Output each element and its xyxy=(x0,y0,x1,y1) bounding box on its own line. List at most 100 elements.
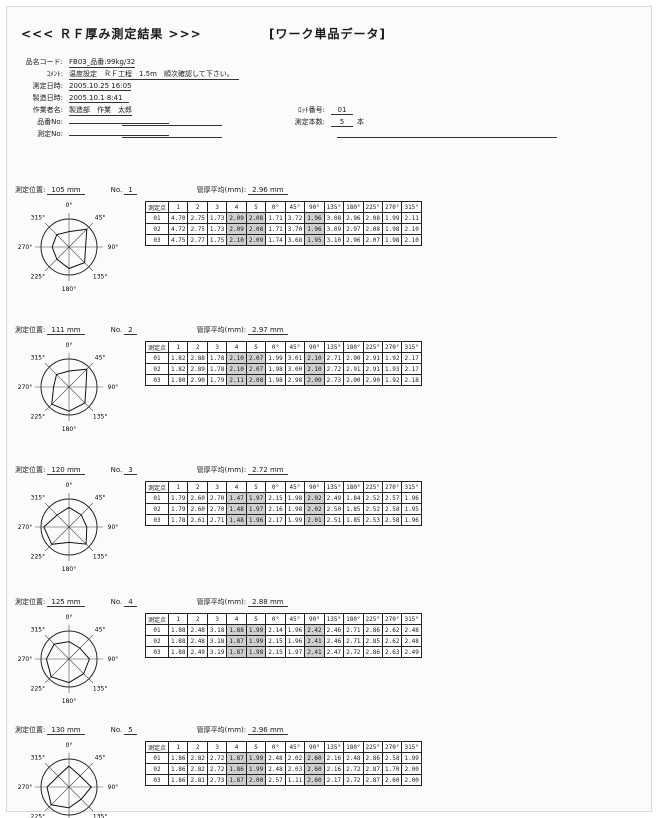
table-cell: 1.99 xyxy=(381,212,403,224)
table-cell: 2.72 xyxy=(206,752,228,764)
table-header-cell: 2 xyxy=(187,741,208,753)
table-cell: 1.87 xyxy=(226,774,247,786)
table-cell: 1.99 xyxy=(245,624,267,636)
table-cell: 4.72 xyxy=(168,223,189,235)
table-cell: 1.92 xyxy=(381,374,403,386)
table-header-cell: 1 xyxy=(168,741,189,753)
table-cell: 2.86 xyxy=(362,646,384,658)
table-cell: 2.08 xyxy=(245,374,267,386)
polar-thickness-diagram: 0°45°90°135°180°225°270°315° xyxy=(18,342,119,433)
table-cell: 2.48 xyxy=(401,624,422,636)
table-cell: 02 xyxy=(144,363,170,375)
polar-thickness-diagram: 0°45°90°135°180°225°270°315° xyxy=(18,202,119,293)
header-field-value: 2005.10.25 16:05 xyxy=(69,82,132,91)
table-cell: 1.86 xyxy=(168,763,189,775)
table-header-cell: 45° xyxy=(284,613,306,625)
section-avg-value: 2.96 mm xyxy=(248,186,288,195)
section-avg-value: 2.88 mm xyxy=(248,598,288,607)
table-header-cell: 3 xyxy=(206,741,228,753)
section-no-value: 1 xyxy=(124,186,137,195)
header-field-label: 測定日時: xyxy=(32,82,63,90)
table-cell: 2.17 xyxy=(265,514,286,526)
table-cell: 2.60 xyxy=(187,492,208,504)
polar-spoke xyxy=(68,222,94,248)
table-header-cell: 1 xyxy=(168,481,189,493)
table-cell: 1.99 xyxy=(401,752,422,764)
table-cell: 1.88 xyxy=(168,624,189,636)
table-cell: 1.82 xyxy=(168,363,189,375)
table-header-cell: 4 xyxy=(226,201,247,213)
table-cell: 2.41 xyxy=(304,635,325,647)
table-cell: 1.48 xyxy=(226,514,247,526)
table-cell: 2.90 xyxy=(343,374,364,386)
polar-angle-label: 270° xyxy=(18,384,32,391)
table-header-cell: 3 xyxy=(206,341,228,353)
table-cell: 2.00 xyxy=(245,774,267,786)
table-cell: 2.70 xyxy=(206,503,228,515)
table-header-cell: 180° xyxy=(343,613,364,625)
table-header-cell: 1 xyxy=(168,341,189,353)
table-header-cell: 315° xyxy=(401,481,422,493)
table-cell: 2.48 xyxy=(187,635,208,647)
table-header-cell: 測定点 xyxy=(144,741,170,753)
polar-angle-label: 270° xyxy=(18,244,32,251)
table-header-cell: 45° xyxy=(284,741,306,753)
polar-thickness-diagram: 0°45°90°135°180°225°270°315° xyxy=(18,614,119,705)
table-header-cell: 測定点 xyxy=(144,201,170,213)
section-avg-label: 管厚平均(mm): xyxy=(196,466,247,474)
table-header-cell: 315° xyxy=(401,613,422,625)
table-cell: 1.88 xyxy=(168,646,189,658)
section-avg-value: 2.72 mm xyxy=(248,466,288,475)
section-no-value: 5 xyxy=(124,726,137,735)
polar-angle-label: 315° xyxy=(31,754,45,761)
polar-angle-label: 135° xyxy=(93,554,107,561)
table-cell: 1.88 xyxy=(168,635,189,647)
table-cell: 4.75 xyxy=(168,234,189,246)
polar-spoke xyxy=(44,526,70,552)
polar-thickness-outline xyxy=(45,641,90,684)
header-right-field-value: 5 xyxy=(331,118,353,127)
table-header-cell: 225° xyxy=(362,341,384,353)
table-header-cell: 45° xyxy=(284,481,306,493)
table-header-cell: 3 xyxy=(206,201,228,213)
table-cell: 2.10 xyxy=(401,234,422,246)
table-cell: 01 xyxy=(144,624,170,636)
table-cell: 1.98 xyxy=(381,234,403,246)
table-cell: 2.90 xyxy=(362,374,384,386)
table-header-cell: 4 xyxy=(226,341,247,353)
header-field-underline xyxy=(337,137,557,138)
table-cell: 2.46 xyxy=(323,635,345,647)
table-cell: 2.50 xyxy=(323,503,345,515)
table-header-cell: 3 xyxy=(206,613,228,625)
table-cell: 03 xyxy=(144,514,170,526)
table-cell: 2.60 xyxy=(304,752,325,764)
polar-thickness-diagram: 0°45°90°135°180°225°270°315° xyxy=(18,482,119,573)
table-cell: 2.60 xyxy=(381,774,403,786)
table-cell: 2.96 xyxy=(343,212,364,224)
table-cell: 03 xyxy=(144,774,170,786)
header-field-label: 製造日時: xyxy=(32,94,63,102)
polar-spoke xyxy=(68,386,94,412)
table-cell: 1.98 xyxy=(284,503,306,515)
table-cell: 1.86 xyxy=(168,774,189,786)
table-cell: 2.41 xyxy=(304,646,325,658)
section-avg-value: 2.97 mm xyxy=(248,326,288,335)
table-cell: 1.96 xyxy=(284,624,306,636)
table-cell: 01 xyxy=(144,752,170,764)
polar-angle-label: 45° xyxy=(95,354,106,361)
table-header-cell: 315° xyxy=(401,741,422,753)
section-position-label: 測定位置: xyxy=(15,466,46,474)
polar-angle-label: 180° xyxy=(62,566,76,573)
table-header-cell: 4 xyxy=(226,613,247,625)
polar-spoke xyxy=(44,762,70,788)
header-field-value xyxy=(69,123,169,124)
table-cell: 2.07 xyxy=(362,234,384,246)
